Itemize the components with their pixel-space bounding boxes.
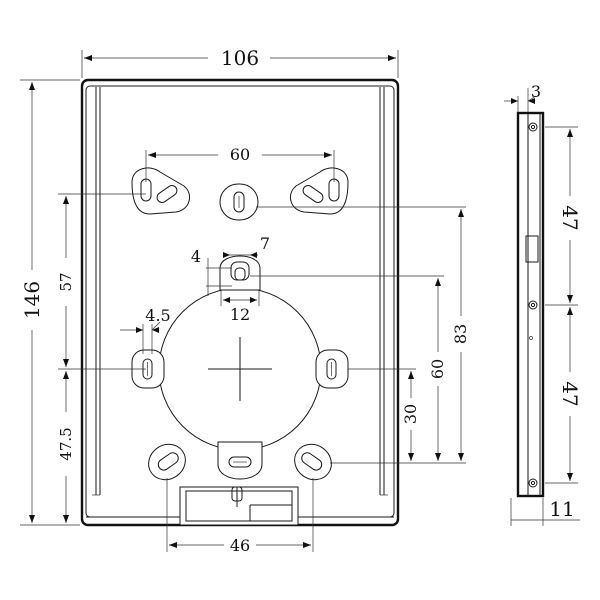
dim-side-depth: 11 <box>549 497 574 521</box>
side-view <box>516 111 545 498</box>
dim-slot-length: 12 <box>230 305 250 324</box>
mount-hole-upper-center <box>219 255 261 291</box>
side-outline <box>516 111 545 498</box>
mount-hole-left <box>131 349 165 389</box>
dim-side-upper-spacing: 47 <box>558 205 582 230</box>
dim-side-slot-width: 4.5 <box>145 306 170 325</box>
mount-hole-bottom-right <box>294 443 332 481</box>
dim-right-83: 83 <box>451 324 470 344</box>
dim-right-30: 30 <box>401 404 420 424</box>
dim-side-lower-spacing: 47 <box>558 381 582 406</box>
mount-hole-bottom-left <box>148 443 186 481</box>
mount-hole-top-right <box>289 167 349 215</box>
side-dimensions: 3 47 47 11 <box>504 82 582 526</box>
dim-upper-vertical: 57 <box>57 272 75 291</box>
bottom-connector <box>179 486 299 526</box>
front-view <box>80 78 400 527</box>
dim-side-thickness: 3 <box>531 82 541 101</box>
dim-overall-height: 146 <box>20 281 44 319</box>
dim-bottom-hole-spacing: 46 <box>230 536 250 555</box>
dim-overall-width: 106 <box>221 46 259 70</box>
dim-slot-offset: 4 <box>191 247 201 266</box>
front-dimensions: 106 146 57 47.5 60 7 4 <box>20 46 470 555</box>
mount-hole-top-left <box>131 167 191 215</box>
mount-hole-top-center <box>219 183 259 221</box>
mount-hole-bottom-center <box>217 441 263 480</box>
dim-slot-width: 7 <box>260 234 270 253</box>
mount-hole-right <box>315 349 349 389</box>
dim-right-60: 60 <box>428 359 447 379</box>
dim-lower-vertical: 47.5 <box>57 427 75 460</box>
dim-top-hole-spacing: 60 <box>230 145 250 164</box>
